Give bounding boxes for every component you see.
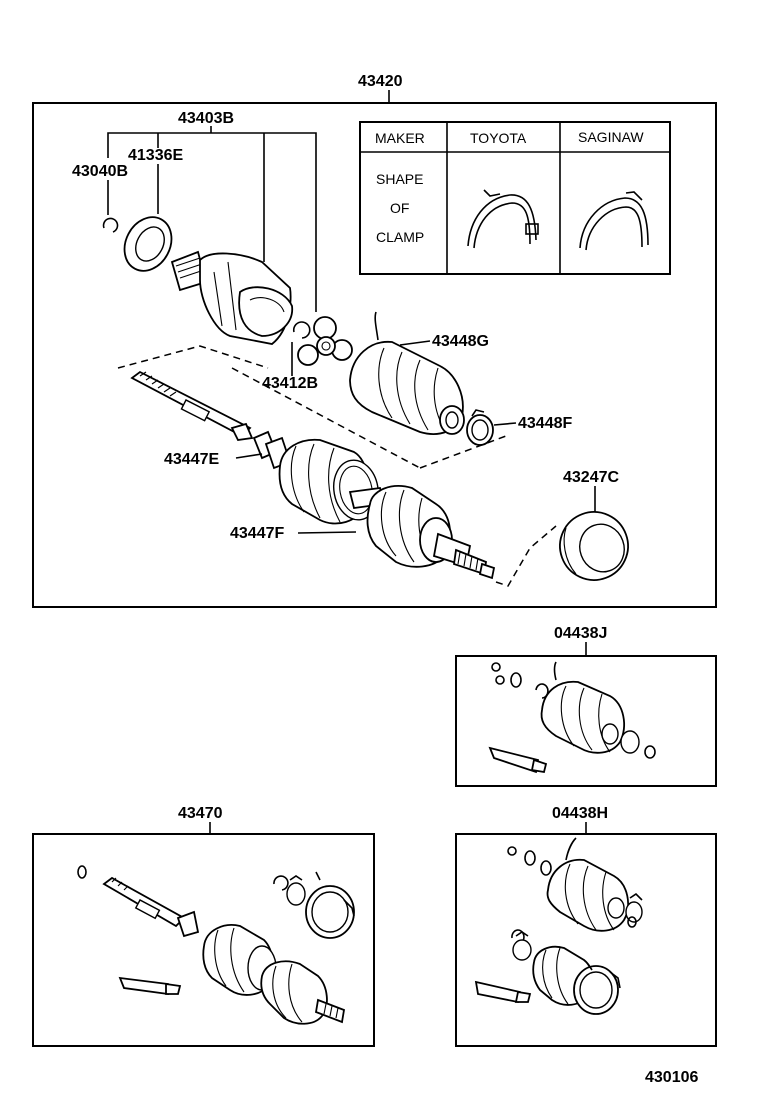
dust-cover-part xyxy=(559,511,629,581)
label-kit-lower[interactable]: 04438H xyxy=(552,805,608,822)
label-assembly-main[interactable]: 43420 xyxy=(358,73,403,90)
assembly-alt-parts xyxy=(77,865,355,1025)
leader-boot-inboard xyxy=(399,340,431,346)
dashed-group-top xyxy=(117,345,269,369)
label-clamp-inboard[interactable]: 43448F xyxy=(518,415,572,432)
outer-joint-housing xyxy=(170,250,293,345)
tripod-joint-part xyxy=(297,316,353,366)
label-dust-cover[interactable]: 43247C xyxy=(563,469,619,486)
drive-shaft-part xyxy=(130,370,254,441)
label-kit-upper[interactable]: 04438J xyxy=(554,625,607,642)
seal-part xyxy=(123,216,173,272)
table-frame xyxy=(359,121,671,275)
kit-upper-parts xyxy=(488,661,656,774)
saginaw-clamp-drawing xyxy=(579,191,649,251)
label-assembly-alt[interactable]: 43470 xyxy=(178,805,223,822)
leader-clamp-inboard xyxy=(493,422,517,426)
clamp-shape-table: MAKER TOYOTA SAGINAW SHAPE OF CLAMP xyxy=(359,121,671,275)
inboard-boot-part xyxy=(349,311,465,435)
label-snap-ring-2[interactable]: 43412B xyxy=(262,375,318,392)
kit-lower-frame xyxy=(455,833,717,1047)
inboard-clamp-part xyxy=(466,409,494,446)
table-row-label-clamp: CLAMP xyxy=(376,229,424,245)
label-boot-inboard[interactable]: 43448G xyxy=(432,333,489,350)
snap-ring-part xyxy=(102,217,119,233)
dashed-group-right xyxy=(419,435,507,469)
leader-joint-outer-bracket xyxy=(107,132,317,312)
label-clamp-outboard[interactable]: 43447F xyxy=(230,525,284,542)
table-header-saginaw: SAGINAW xyxy=(578,129,644,145)
table-row-label-of: OF xyxy=(390,200,409,216)
label-diagram-number: 430106 xyxy=(645,1069,698,1086)
table-header-maker: MAKER xyxy=(375,130,425,146)
snap-ring-2-part xyxy=(292,321,311,339)
main-assembly-frame xyxy=(32,102,717,608)
table-row-label-shape: SHAPE xyxy=(376,171,423,187)
dashed-dust-cover xyxy=(495,525,557,587)
label-snap-ring[interactable]: 43040B xyxy=(72,163,128,180)
leader-clamp-outboard xyxy=(297,531,357,534)
label-boot-outboard[interactable]: 43447E xyxy=(164,451,219,468)
assembly-alt-frame xyxy=(32,833,375,1047)
kit-upper-frame xyxy=(455,655,717,787)
kit-lower-parts xyxy=(474,837,643,1015)
outboard-joint-assembly xyxy=(252,430,496,580)
toyota-clamp-drawing xyxy=(467,189,539,249)
leader-boot-outboard xyxy=(235,453,263,459)
table-header-toyota: TOYOTA xyxy=(470,130,527,146)
label-joint-outer[interactable]: 43403B xyxy=(178,110,234,127)
label-seal[interactable]: 41336E xyxy=(128,147,183,164)
